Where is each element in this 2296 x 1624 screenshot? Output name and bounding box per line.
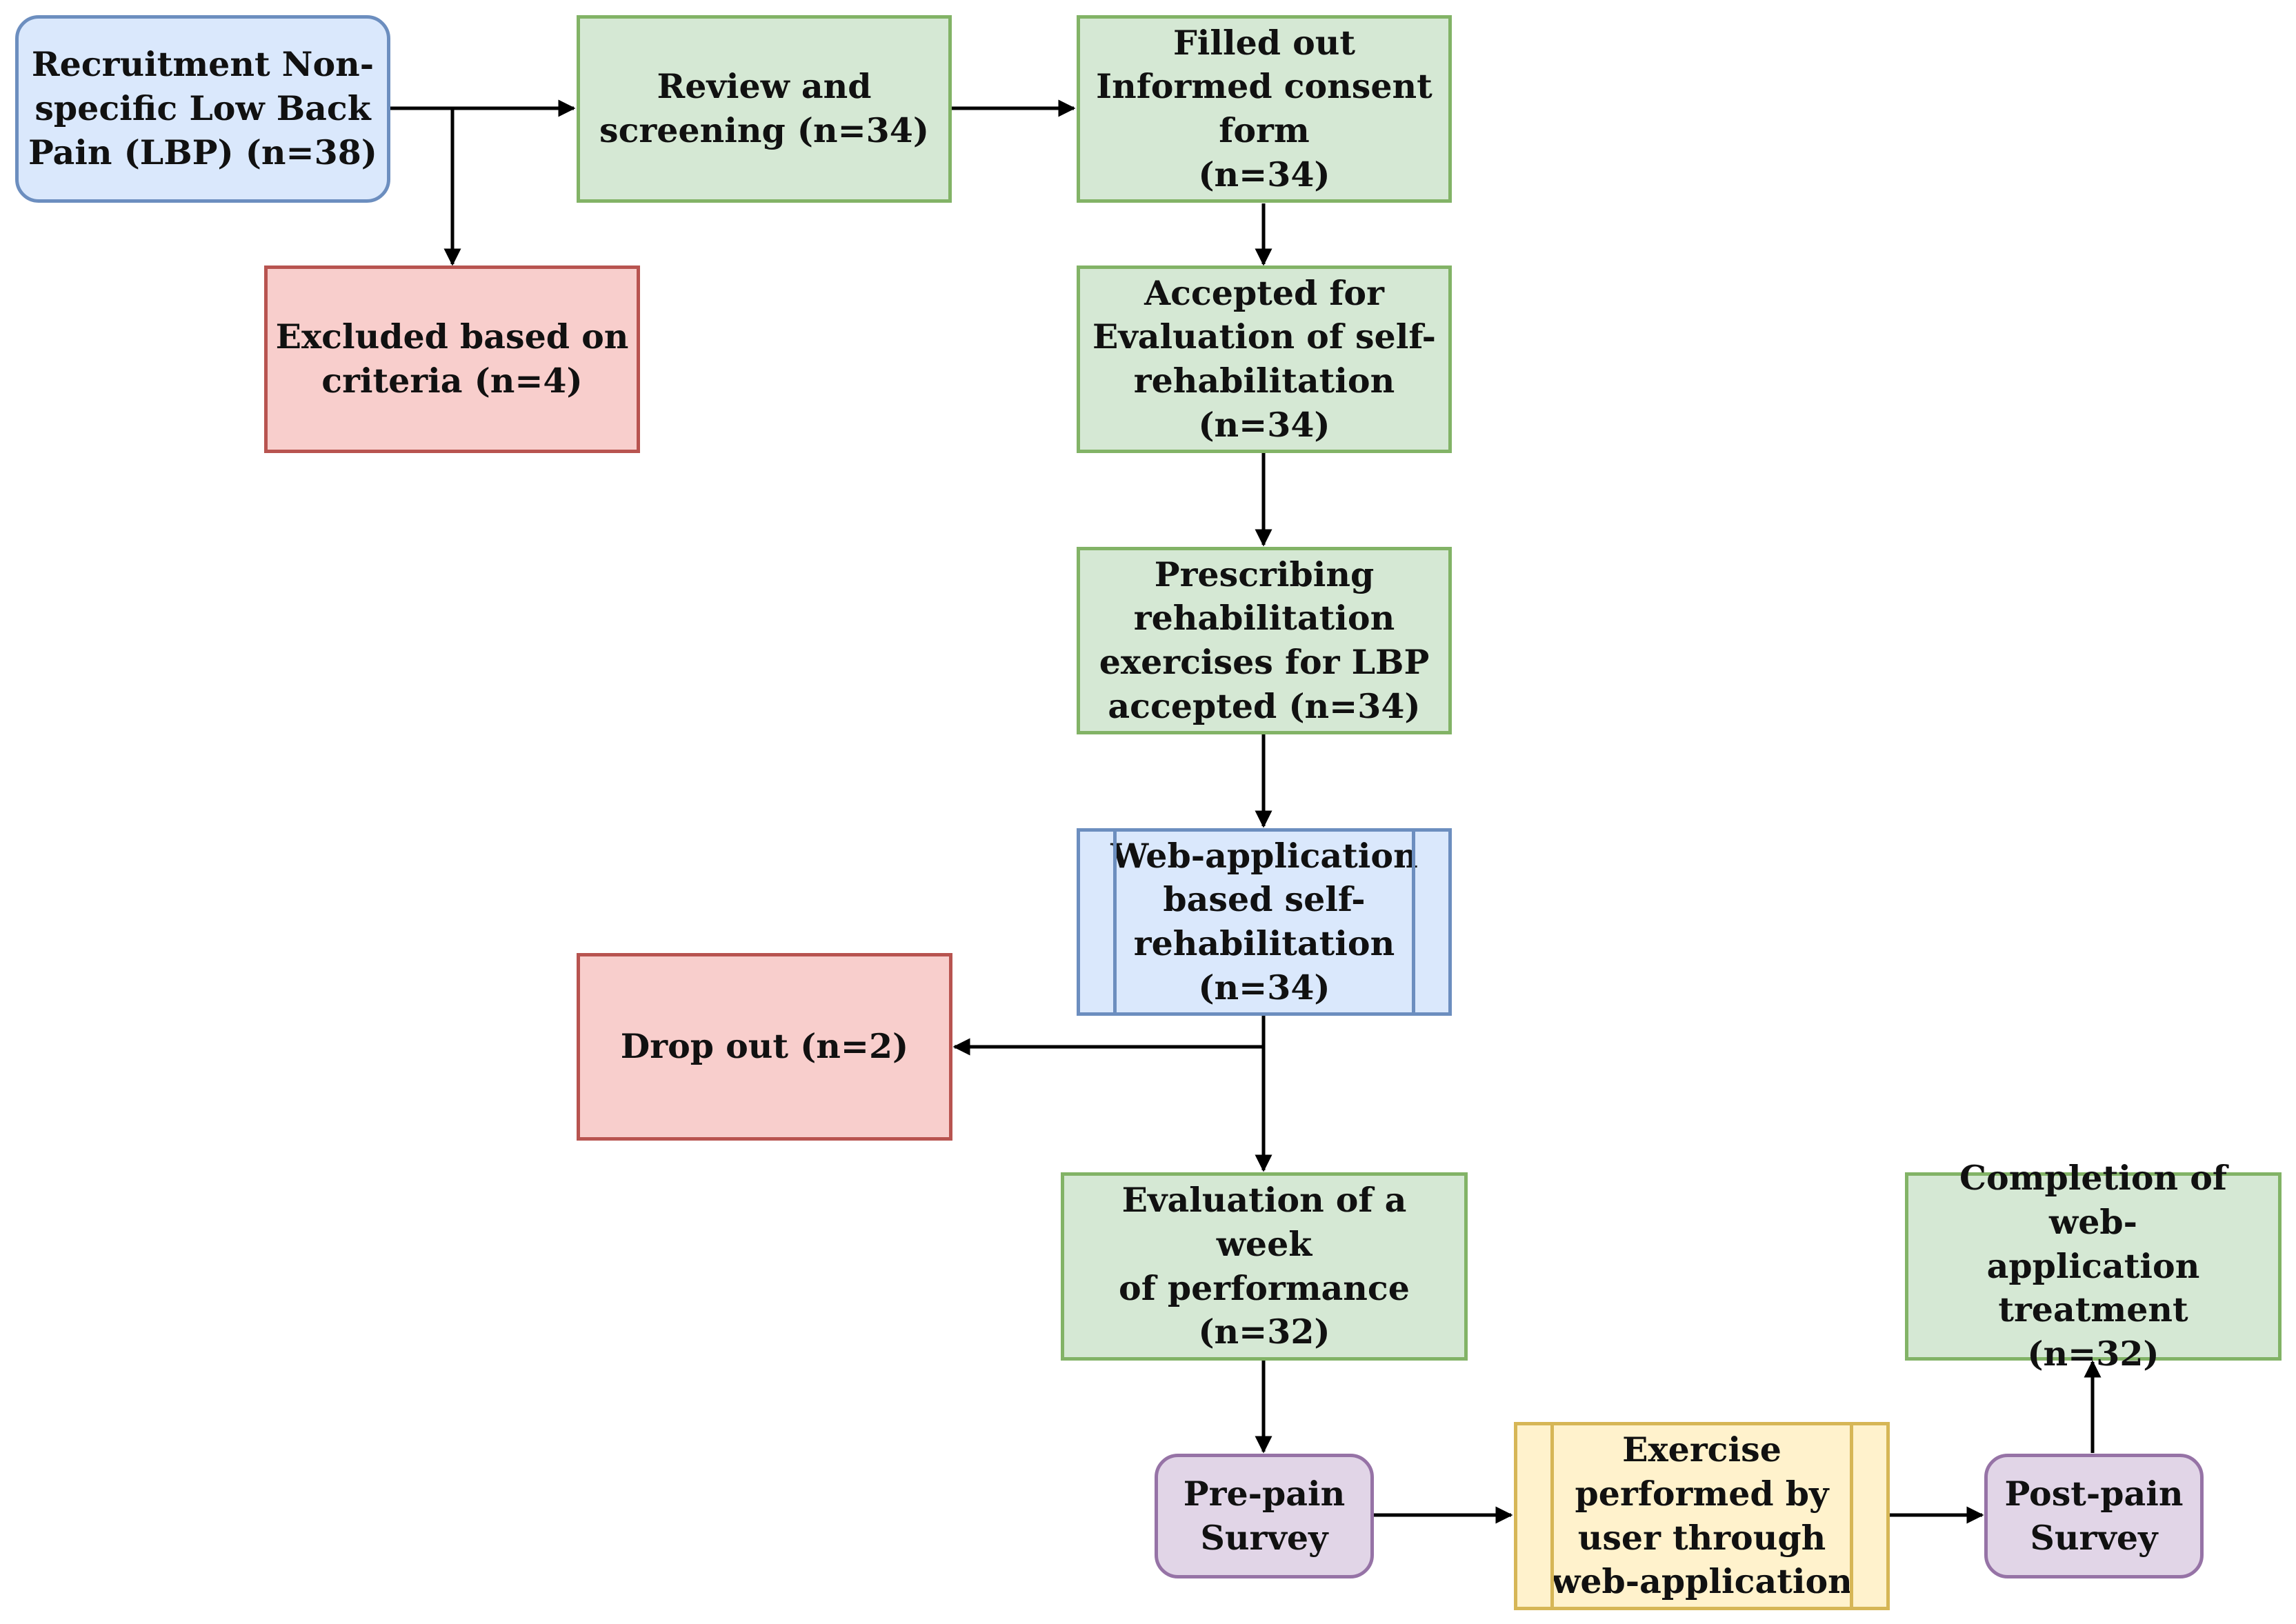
recruitment-label: Recruitment Non- specific Low Back Pain … — [28, 44, 377, 172]
excluded-label: Excluded based on criteria (n=4) — [275, 317, 629, 401]
webapp-process-node: Web-application based self- rehabilitati… — [1077, 828, 1452, 1016]
process-right-bar — [1850, 1425, 1853, 1607]
process-left-bar — [1113, 832, 1117, 1012]
prepain-survey-node: Pre-pain Survey — [1155, 1454, 1374, 1578]
prescribing-node: Prescribing rehabilitation exercises for… — [1077, 547, 1452, 734]
process-right-bar — [1412, 832, 1415, 1012]
postpain-label: Post-pain Survey — [2004, 1473, 2184, 1558]
completion-label: Completion of web- application treatment… — [1959, 1158, 2227, 1374]
process-left-bar — [1550, 1425, 1554, 1607]
evaluation-node: Evaluation of a week of performance (n=3… — [1061, 1172, 1468, 1361]
excluded-node: Excluded based on criteria (n=4) — [264, 265, 640, 453]
review-label: Review and screening (n=34) — [599, 66, 929, 150]
consent-label: Filled out Informed consent form (n=34) — [1096, 22, 1432, 194]
prepain-label: Pre-pain Survey — [1183, 1473, 1346, 1558]
dropout-node: Drop out (n=2) — [577, 953, 952, 1141]
dropout-label: Drop out (n=2) — [620, 1026, 909, 1067]
accepted-node: Accepted for Evaluation of self- rehabil… — [1077, 265, 1452, 453]
postpain-survey-node: Post-pain Survey — [1984, 1454, 2204, 1578]
prescribing-label: Prescribing rehabilitation exercises for… — [1099, 554, 1430, 726]
recruitment-node: Recruitment Non- specific Low Back Pain … — [15, 15, 390, 203]
exercise-label: Exercise performed by user through web-a… — [1551, 1430, 1853, 1602]
evaluation-label: Evaluation of a week of performance (n=3… — [1119, 1180, 1410, 1352]
webapp-label: Web-application based self- rehabilitati… — [1110, 835, 1418, 1008]
accepted-label: Accepted for Evaluation of self- rehabil… — [1092, 272, 1437, 445]
consent-node: Filled out Informed consent form (n=34) — [1077, 15, 1452, 203]
review-node: Review and screening (n=34) — [577, 15, 952, 203]
exercise-process-node: Exercise performed by user through web-a… — [1514, 1422, 1890, 1610]
completion-node: Completion of web- application treatment… — [1905, 1158, 2282, 1374]
